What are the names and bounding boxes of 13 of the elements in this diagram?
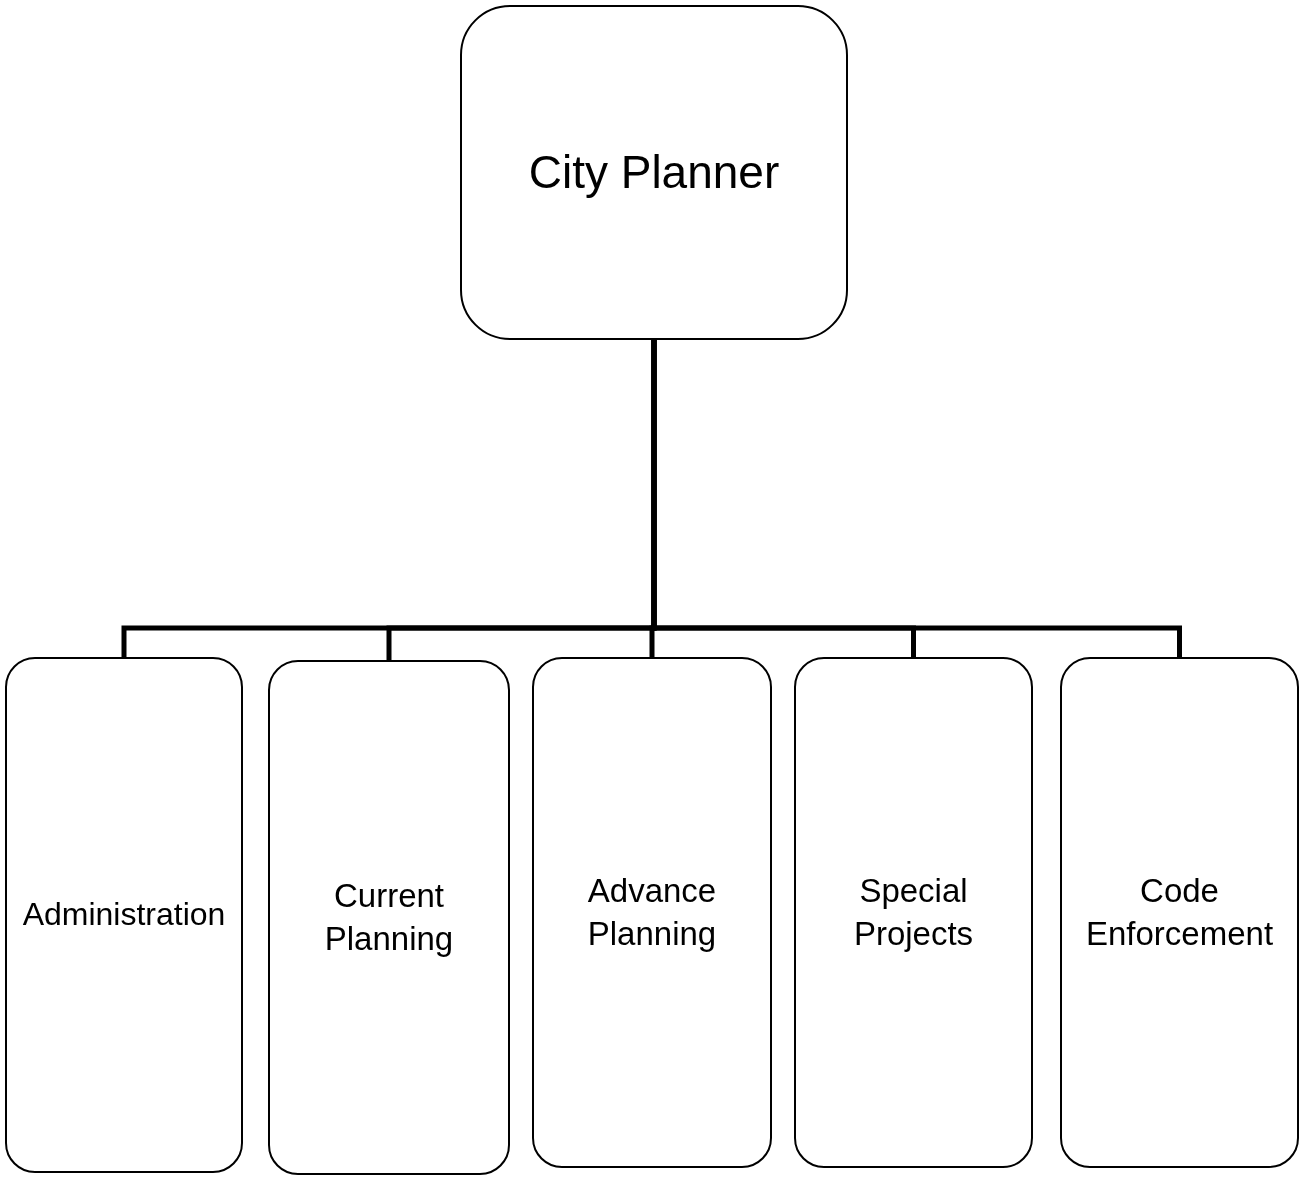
department-box — [532, 657, 772, 1168]
node-label: Current Planning — [323, 875, 455, 959]
department-box — [1060, 657, 1299, 1168]
department-box — [5, 657, 243, 1173]
department-box — [268, 660, 510, 1175]
node-label: Advance Planning — [586, 870, 718, 954]
connector-line — [651, 340, 1182, 657]
node-label: City Planner — [528, 144, 780, 200]
node-label: Administration — [22, 895, 226, 935]
node-label: Code Enforcement — [1084, 870, 1275, 954]
manager-box — [460, 5, 848, 340]
department-box — [794, 657, 1033, 1168]
node-label: Special Projects — [852, 870, 975, 954]
